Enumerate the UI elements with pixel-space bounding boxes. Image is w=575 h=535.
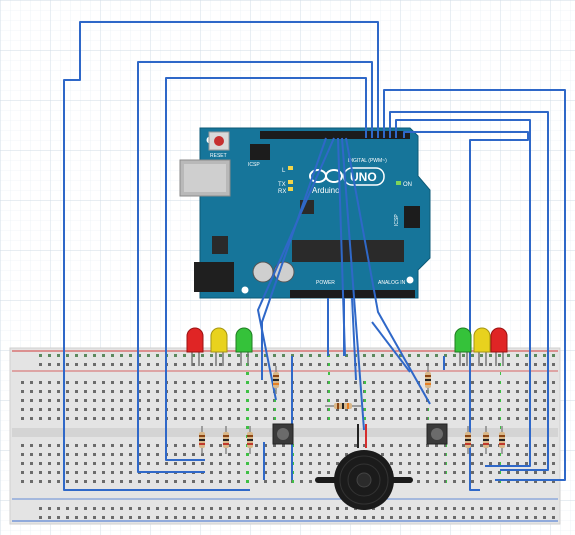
led-red-left — [186, 327, 204, 366]
wire-left-outer — [63, 21, 379, 491]
led-group-left — [186, 327, 253, 366]
wire-to-buzzer — [341, 137, 365, 431]
mounting-hole — [406, 276, 414, 284]
wire-right-4 — [403, 131, 529, 491]
piezo-buzzer — [315, 424, 413, 510]
arduino-pcb — [199, 127, 431, 299]
led-yellow-left — [210, 327, 228, 366]
analog-power-header — [290, 290, 415, 298]
wire-to-right-button — [345, 137, 431, 405]
bottom-rail-holes-2 — [36, 511, 556, 519]
led-group-right — [454, 327, 508, 366]
l-led — [288, 166, 293, 170]
resistor-led-4 — [465, 426, 471, 454]
resistor-center — [325, 403, 361, 409]
wire-diag-right — [371, 321, 411, 373]
arduino-logo: Arduino UNO — [309, 167, 385, 195]
resistor-led-6 — [499, 426, 505, 454]
mounting-hole — [241, 286, 249, 294]
resistor-led-1 — [199, 426, 205, 454]
wire-to-resistor-left — [261, 137, 327, 380]
usb-connector-inner — [184, 164, 226, 192]
icsp-label: ICSP — [394, 214, 400, 226]
led-yellow-right — [473, 327, 491, 366]
wire-right-1 — [383, 89, 566, 481]
reset-button-cap — [214, 136, 224, 146]
l-led-label: L — [282, 168, 286, 174]
resistor-button-right — [425, 366, 431, 394]
arduino-model: UNO — [350, 170, 377, 184]
led-green-right — [454, 327, 472, 366]
led-green-left — [235, 327, 253, 366]
power-label: POWER — [316, 280, 335, 286]
right-pushbutton — [426, 423, 448, 445]
arduino-uno-board: RESET ICSP ICSP DIGITAL (PWM~) ANALOG IN… — [179, 127, 431, 299]
top-rail-holes-2 — [36, 363, 556, 371]
icsp2-header — [250, 144, 270, 160]
wire-left-2 — [137, 61, 373, 473]
atmega-chip — [292, 240, 404, 262]
wire-to-button-left — [257, 137, 335, 401]
digital-header — [260, 131, 410, 139]
top-terminal-holes — [20, 380, 560, 424]
resistor-led-3 — [247, 426, 253, 454]
resistor-button-left — [273, 366, 279, 394]
on-led — [396, 181, 401, 185]
led-red-right — [490, 327, 508, 366]
arduino-brand: Arduino — [312, 186, 340, 195]
on-led-label: ON — [403, 182, 412, 188]
analog-label: ANALOG IN — [378, 280, 406, 286]
digital-label: DIGITAL (PWM~) — [348, 158, 387, 164]
voltage-regulator — [212, 236, 228, 254]
resistors — [199, 366, 505, 454]
icsp-header — [404, 206, 420, 228]
dc-power-jack — [194, 262, 234, 292]
icsp2-label: ICSP — [248, 162, 260, 168]
wires — [63, 21, 566, 491]
capacitor — [252, 261, 274, 283]
resistor-led-5 — [483, 426, 489, 454]
wire-analog — [351, 297, 357, 381]
tx-led — [288, 180, 293, 184]
wire-left-3 — [165, 77, 367, 461]
left-pushbutton — [272, 423, 294, 445]
tx-led-label: TX — [278, 182, 286, 188]
rx-led — [288, 187, 293, 191]
wire-right-3 — [395, 119, 531, 467]
rx-led-label: RX — [278, 189, 286, 195]
bottom-terminal-holes — [20, 440, 560, 484]
resistor-led-2 — [223, 426, 229, 454]
wire-right-2 — [389, 111, 549, 471]
bottom-rail-holes-1 — [36, 502, 556, 510]
reset-label: RESET — [210, 153, 227, 159]
